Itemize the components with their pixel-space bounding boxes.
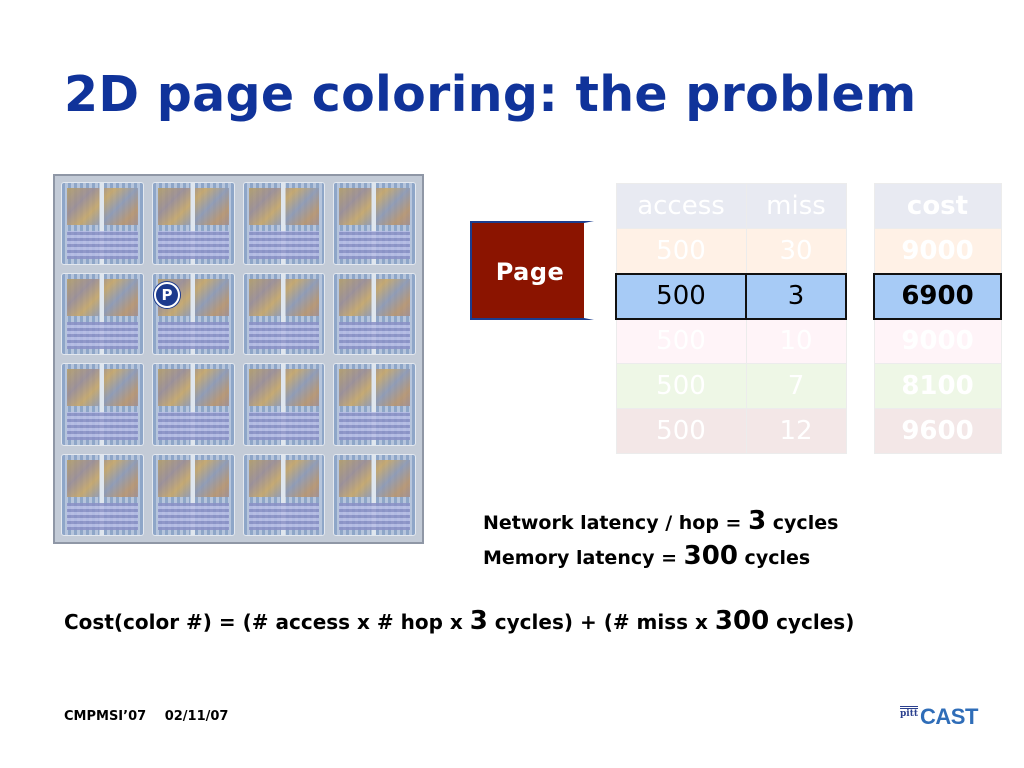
tile-grid <box>61 182 416 536</box>
footer-conference: CMPMSI’07 <box>64 709 147 724</box>
tile <box>61 363 144 446</box>
network-latency-suffix: cycles <box>766 512 839 534</box>
cell-miss: 3 <box>745 272 847 320</box>
tile <box>151 453 235 536</box>
cell-cost: 9600 <box>873 408 1002 454</box>
memory-latency-suffix: cycles <box>737 547 811 569</box>
tile <box>242 272 326 355</box>
cell-access: 500 <box>615 363 747 409</box>
cell-access: 500 <box>615 318 747 364</box>
tile <box>61 182 144 265</box>
table-row: 9000 <box>873 228 1002 274</box>
footer-date: 02/11/07 <box>164 709 229 724</box>
table-row: 500 30 <box>615 228 847 274</box>
tile <box>61 272 144 355</box>
processor-marker: P <box>154 282 180 308</box>
cell-miss: 7 <box>745 363 847 409</box>
cost-formula-part2: cycles) + (# miss x <box>487 610 715 634</box>
tile <box>151 182 235 265</box>
header-miss: miss <box>745 183 847 229</box>
table-row: 8100 <box>873 363 1002 409</box>
tile <box>242 182 326 265</box>
header-cost: cost <box>873 183 1002 229</box>
pitt-logo-icon: pitt <box>900 706 918 728</box>
access-miss-table: access miss 500 30 500 3 500 10 500 7 50… <box>615 183 847 454</box>
tile <box>333 182 416 265</box>
table-row: 500 10 <box>615 318 847 364</box>
tile <box>61 453 144 536</box>
network-latency-prefix: Network latency / hop = <box>483 512 749 534</box>
cell-cost: 8100 <box>873 363 1002 409</box>
table-row: 500 12 <box>615 408 847 454</box>
memory-latency-text: Memory latency = 300 cycles <box>483 541 810 571</box>
memory-latency-prefix: Memory latency = <box>483 547 684 569</box>
table-header-row: cost <box>873 183 1002 229</box>
cost-table: cost 9000 6900 9000 8100 9600 <box>873 183 1002 454</box>
cell-miss: 30 <box>745 228 847 274</box>
table-row-selected: 500 3 <box>615 272 847 320</box>
cell-access: 500 <box>615 272 747 320</box>
chip-die-image <box>53 174 424 544</box>
cost-formula-value1: 3 <box>469 606 488 636</box>
cost-formula-value2: 300 <box>714 606 770 636</box>
tile <box>242 363 326 446</box>
tile <box>242 453 326 536</box>
page-box: Page <box>470 221 594 320</box>
table-row: 500 7 <box>615 363 847 409</box>
table-row-selected: 6900 <box>873 272 1002 320</box>
header-access: access <box>615 183 747 229</box>
network-latency-value: 3 <box>748 506 767 536</box>
cell-miss: 12 <box>745 408 847 454</box>
cell-access: 500 <box>615 408 747 454</box>
tile <box>151 363 235 446</box>
footer: CMPMSI’07 02/11/07 <box>64 709 228 724</box>
table-row: 9600 <box>873 408 1002 454</box>
page-label: Page <box>495 258 565 286</box>
cell-cost: 6900 <box>873 272 1002 320</box>
tile <box>333 363 416 446</box>
tile <box>333 272 416 355</box>
cell-cost: 9000 <box>873 318 1002 364</box>
tile <box>333 453 416 536</box>
network-latency-text: Network latency / hop = 3 cycles <box>483 506 838 536</box>
cost-formula-part1: Cost(color #) = (# access x # hop x <box>64 610 470 634</box>
slide-title: 2D page coloring: the problem <box>64 66 917 123</box>
cost-formula: Cost(color #) = (# access x # hop x 3 cy… <box>64 606 854 636</box>
memory-latency-value: 300 <box>683 541 738 571</box>
cost-formula-part3: cycles) <box>769 610 855 634</box>
cell-miss: 10 <box>745 318 847 364</box>
cell-cost: 9000 <box>873 228 1002 274</box>
cell-access: 500 <box>615 228 747 274</box>
table-row: 9000 <box>873 318 1002 364</box>
pittcast-logo: pitt CAST <box>900 704 978 730</box>
table-header-row: access miss <box>615 183 847 229</box>
logo-text: CAST <box>920 704 978 729</box>
